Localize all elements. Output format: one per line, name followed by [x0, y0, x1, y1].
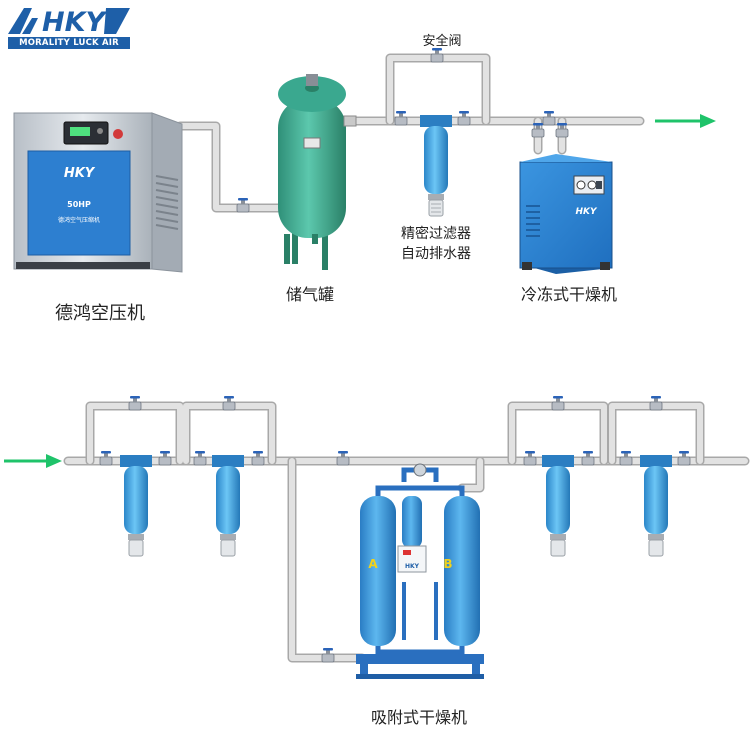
safety-valve-label: 安全阀	[422, 33, 461, 49]
precision-filter-label: 精密过滤器	[401, 225, 471, 242]
tower-b-label: B	[443, 557, 452, 571]
compressor-label: 德鸿空压机	[55, 303, 145, 324]
svg-text:HKY: HKY	[42, 7, 108, 36]
air-compressor: HKY 50HP 德鸿空气压缩机	[14, 113, 182, 272]
flow-arrow-icon	[655, 114, 716, 128]
filter-bottom-1	[120, 455, 152, 556]
flow-arrow-icon	[4, 454, 62, 468]
air-storage-tank	[278, 74, 356, 270]
svg-text:HKY: HKY	[64, 166, 96, 181]
refrigerated-dryer: HKY	[520, 154, 612, 274]
tower-a-label: A	[368, 557, 378, 571]
brand-logo: HKY MORALITY LUCK AIR	[6, 6, 132, 50]
svg-text:HKY: HKY	[575, 207, 598, 217]
compressor-model-text: 德鸿空气压缩机	[58, 216, 100, 224]
filter-bottom-2	[212, 455, 244, 556]
air-tank-label: 储气罐	[286, 285, 334, 304]
compressor-power-text: 50HP	[67, 200, 91, 209]
brand-tagline: MORALITY LUCK AIR	[8, 37, 130, 49]
refrigerated-dryer-label: 冷冻式干燥机	[521, 285, 617, 304]
adsorption-dryer: HKY A B	[356, 464, 484, 679]
filter-bottom-4	[640, 455, 672, 556]
adsorption-dryer-label: 吸附式干燥机	[371, 708, 467, 727]
precision-filter-top	[420, 115, 452, 216]
svg-text:HKY: HKY	[405, 563, 420, 570]
auto-drain-label: 自动排水器	[401, 246, 471, 262]
logo-mark-icon: HKY	[6, 6, 132, 36]
filter-bottom-3	[542, 455, 574, 556]
